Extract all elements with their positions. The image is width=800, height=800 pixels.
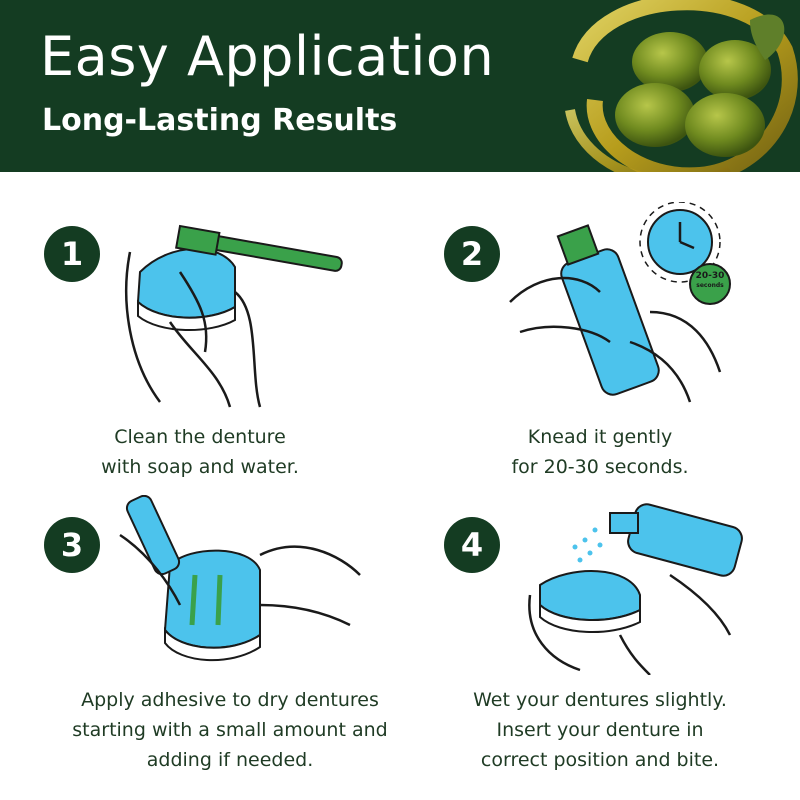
step-1-caption: Clean the denture with soap and water.	[0, 422, 400, 482]
toothbrush-denture-icon	[125, 224, 343, 408]
spray-denture-icon	[528, 503, 743, 675]
step-number-4: 4	[444, 517, 500, 573]
caption-line: adding if needed.	[146, 749, 314, 771]
timer-label-unit: seconds	[696, 282, 724, 289]
step-2: 2 20-30 seconds Knead it gently for 20-3…	[400, 172, 800, 478]
step-3-caption: Apply adhesive to dry dentures starting …	[30, 685, 430, 775]
step-number-3: 3	[44, 517, 100, 573]
timer-label-value: 20-30	[695, 271, 725, 281]
caption-line: Wet your dentures slightly.	[473, 689, 727, 711]
caption-line: correct position and bite.	[480, 749, 720, 771]
caption-line: with soap and water.	[101, 456, 299, 478]
caption-line: Knead it gently	[527, 426, 673, 448]
header-banner: Easy Application Long-Lasting Results	[0, 0, 800, 172]
page-title: Easy Application	[40, 25, 495, 88]
step-3: 3 Apply adhesive to dry dentures startin…	[0, 485, 400, 785]
caption-line: starting with a small amount and	[72, 719, 388, 741]
caption-line: Insert your denture in	[496, 719, 704, 741]
step-number-2: 2	[444, 226, 500, 282]
apply-adhesive-icon	[119, 495, 361, 662]
timer-label: 20-30 seconds	[690, 272, 730, 290]
step-number-1: 1	[44, 226, 100, 282]
olive-oil-icon	[565, 0, 798, 172]
caption-line: Clean the denture	[114, 426, 286, 448]
step-4: 4 Wet your dentures slightly. Insert you…	[400, 485, 800, 785]
step-1: 1 Clean the denture with soap and water.	[0, 172, 400, 478]
caption-line: Apply adhesive to dry dentures	[81, 689, 379, 711]
step-2-caption: Knead it gently for 20-30 seconds.	[400, 422, 800, 482]
page-subtitle: Long-Lasting Results	[42, 103, 398, 138]
knead-tube-icon	[509, 202, 731, 403]
caption-line: for 20-30 seconds.	[511, 456, 689, 478]
step-4-caption: Wet your dentures slightly. Insert your …	[400, 685, 800, 775]
